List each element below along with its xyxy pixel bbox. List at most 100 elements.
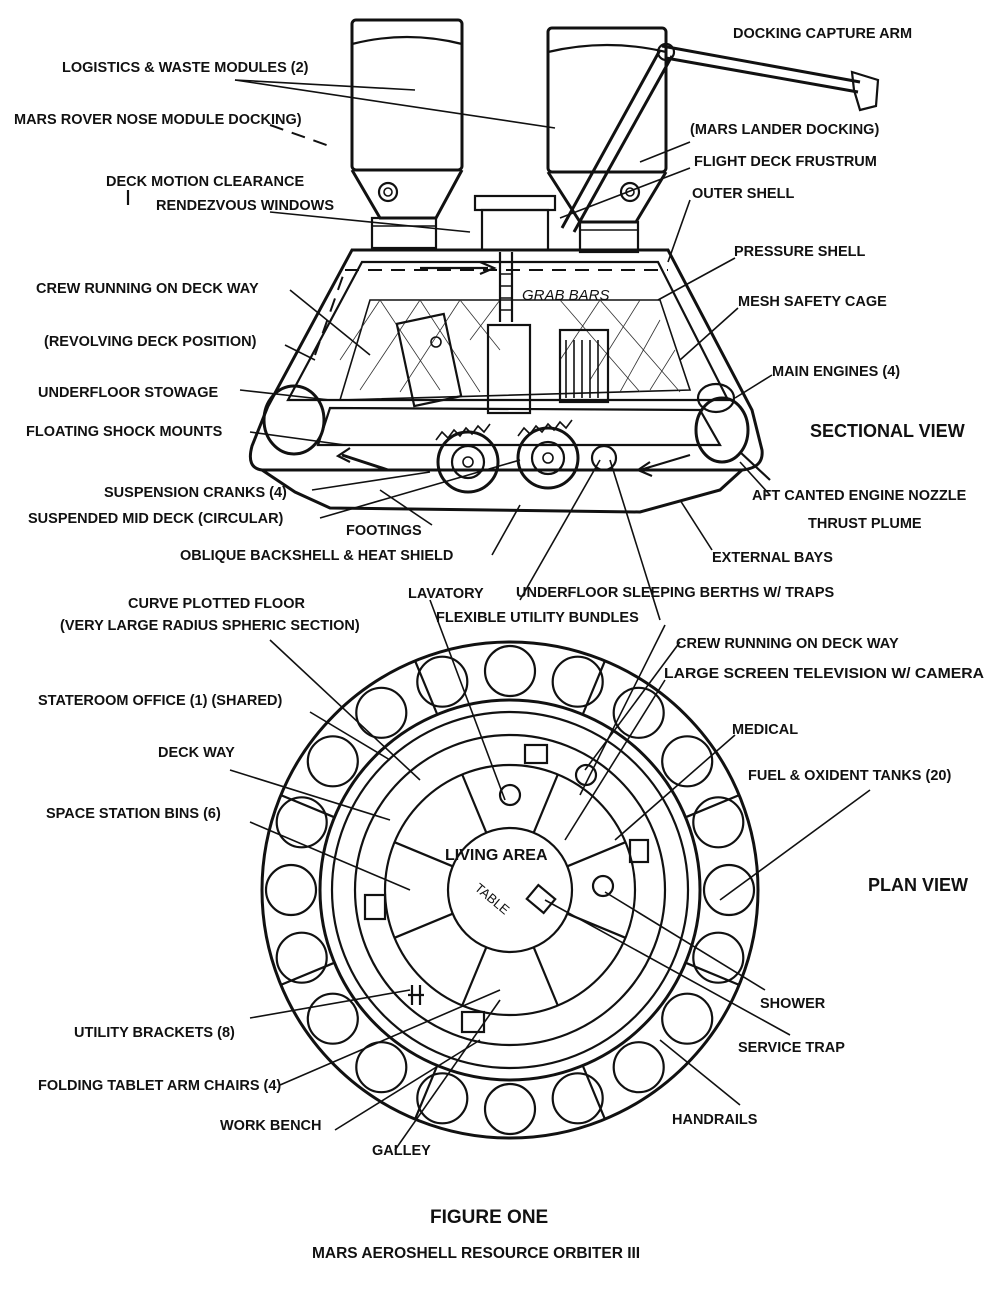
label-folding-tablet-arm-chairs: FOLDING TABLET ARM CHAIRS (4)	[38, 1078, 281, 1094]
label-rendezvous-windows: RENDEZVOUS WINDOWS	[156, 198, 334, 214]
label-crew-running-sectional: CREW RUNNING ON DECK WAY	[36, 281, 259, 297]
outer-shell	[248, 248, 764, 514]
fuel-oxident-tanks	[264, 644, 756, 1136]
bay-divider	[280, 794, 335, 819]
plan-view-title: PLAN VIEW	[868, 875, 968, 895]
label-thrust-plume: THRUST PLUME	[808, 516, 922, 532]
fuel-tank	[692, 931, 745, 984]
label-galley: GALLEY	[372, 1143, 431, 1159]
label-footings: FOOTINGS	[346, 523, 422, 539]
fuel-tank	[264, 863, 318, 917]
fuel-tank	[551, 655, 604, 708]
label-crew-running-plan: CREW RUNNING ON DECK WAY	[676, 636, 899, 652]
fuel-tank	[483, 1082, 537, 1136]
label-flexible-utility-bundles: FLEXIBLE UTILITY BUNDLES	[436, 610, 639, 626]
label-medical: MEDICAL	[732, 722, 798, 738]
label-service-trap: SERVICE TRAP	[738, 1040, 845, 1056]
label-underfloor-sleeping-berths: UNDERFLOOR SLEEPING BERTHS W/ TRAPS	[516, 585, 835, 601]
mesh-safety-cage	[338, 299, 692, 401]
fuel-tank	[612, 686, 665, 739]
fuel-tank	[483, 644, 537, 698]
main-engines	[262, 382, 771, 481]
label-space-station-bins: SPACE STATION BINS (6)	[46, 806, 221, 822]
fuel-tank	[275, 931, 328, 984]
living-area-text: LIVING AREA	[445, 847, 548, 864]
figure-title: MARS AEROSHELL RESOURCE ORBITER III	[312, 1245, 640, 1262]
bay-divider	[685, 961, 740, 986]
outer-ring	[260, 640, 760, 1140]
label-underfloor-stowage: UNDERFLOOR STOWAGE	[38, 385, 219, 401]
deck-way-ring	[330, 710, 690, 1070]
label-very-large-radius: (VERY LARGE RADIUS SPHERIC SECTION)	[60, 618, 360, 634]
label-deck-motion-clearance: DECK MOTION CLEARANCE	[106, 174, 304, 190]
bin-divider	[532, 774, 559, 834]
leader-lines	[126, 79, 871, 1151]
bin-divider	[461, 774, 488, 834]
fuel-tank	[306, 992, 359, 1045]
table-circle	[446, 826, 574, 954]
bin-divider	[394, 912, 454, 939]
label-logistics-waste-modules: LOGISTICS & WASTE MODULES (2)	[62, 60, 309, 76]
label-utility-brackets: UTILITY BRACKETS (8)	[74, 1025, 235, 1041]
label-flight-deck-frustrum: FLIGHT DECK FRUSTRUM	[694, 154, 877, 170]
docking-capture-arm	[560, 42, 880, 233]
bay-divider	[685, 794, 740, 819]
label-outer-shell: OUTER SHELL	[692, 186, 794, 202]
plan-labels: LAVATORY UNDERFLOOR SLEEPING BERTHS W/ T…	[38, 585, 985, 1159]
label-fuel-oxident-tanks: FUEL & OXIDENT TANKS (20)	[748, 768, 951, 784]
bin-divider	[532, 946, 559, 1006]
fuel-tank	[275, 796, 328, 849]
fuel-tank	[692, 796, 745, 849]
bins-ring	[383, 763, 637, 1017]
label-floating-shock-mounts: FLOATING SHOCK MOUNTS	[26, 424, 223, 440]
label-external-bays: EXTERNAL BAYS	[712, 550, 833, 566]
fuel-tank	[416, 1072, 469, 1125]
sectional-labels: DOCKING CAPTURE ARM LOGISTICS & WASTE MO…	[14, 26, 967, 566]
label-aft-canted-engine-nozzle: AFT CANTED ENGINE NOZZLE	[752, 488, 967, 504]
sectional-view-drawing: GRAB BARS	[248, 18, 880, 514]
bay-divider	[414, 660, 439, 715]
grab-bars	[498, 252, 514, 322]
label-lavatory: LAVATORY	[408, 586, 484, 602]
bin-divider	[566, 841, 626, 868]
fuel-tank	[355, 686, 408, 739]
fuel-tank	[612, 1041, 665, 1094]
figure-caption: FIGURE ONE	[430, 1207, 548, 1228]
bay-divider	[280, 961, 335, 986]
label-shower: SHOWER	[760, 996, 826, 1012]
bay-divider	[581, 1065, 606, 1120]
fuel-tank	[661, 735, 714, 788]
grab-bars-text: GRAB BARS	[522, 287, 610, 304]
sectional-view-title: SECTIONAL VIEW	[810, 421, 965, 441]
label-curve-plotted-floor: CURVE PLOTTED FLOOR	[128, 596, 305, 612]
bin-divider	[461, 946, 488, 1006]
label-main-engines: MAIN ENGINES (4)	[772, 364, 900, 380]
label-docking-capture-arm: DOCKING CAPTURE ARM	[733, 26, 912, 42]
label-mars-lander-docking: (MARS LANDER DOCKING)	[690, 122, 879, 138]
flight-deck-frustrum	[473, 194, 557, 212]
label-stateroom-office: STATEROOM OFFICE (1) (SHARED)	[38, 693, 283, 709]
table-text: TABLE	[472, 880, 513, 918]
fuel-tank	[702, 863, 756, 917]
fuel-tank	[306, 735, 359, 788]
label-work-bench: WORK BENCH	[220, 1118, 322, 1134]
label-large-screen-tv: LARGE SCREEN TELEVISION W/ CAMERA	[664, 666, 985, 682]
logistics-module-left	[350, 18, 464, 250]
bin-dividers	[280, 660, 740, 1120]
bay-divider	[581, 660, 606, 715]
plan-view-drawing: LIVING AREA TABLE	[260, 640, 760, 1140]
label-suspension-cranks: SUSPENSION CRANKS (4)	[104, 485, 287, 501]
fuel-tank	[661, 992, 714, 1045]
label-handrails: HANDRAILS	[672, 1112, 758, 1128]
label-revolving-deck-position: (REVOLVING DECK POSITION)	[44, 334, 257, 350]
label-mars-rover-docking: MARS ROVER NOSE MODULE DOCKING)	[14, 112, 302, 128]
label-mesh-safety-cage: MESH SAFETY CAGE	[738, 294, 887, 310]
fuel-tank	[551, 1072, 604, 1125]
suspension-gears	[435, 419, 618, 494]
label-suspended-mid-deck: SUSPENDED MID DECK (CIRCULAR)	[28, 511, 284, 527]
bay-divider	[414, 1065, 439, 1120]
label-oblique-backshell: OBLIQUE BACKSHELL & HEAT SHIELD	[180, 548, 453, 564]
label-deck-way: DECK WAY	[158, 745, 235, 761]
fuel-tank	[416, 655, 469, 708]
